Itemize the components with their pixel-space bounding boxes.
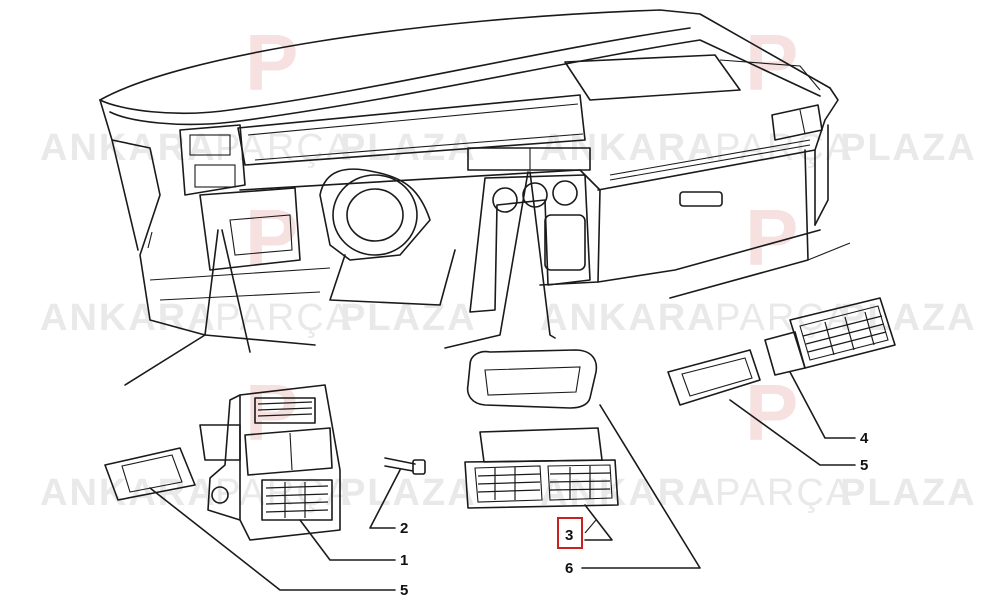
- dashboard-drawing: [99, 9, 851, 386]
- part-4-right-vent: [764, 297, 896, 376]
- callout-labels: 1 2 3 4 5 5 6: [400, 430, 869, 599]
- part-3-center-vent: [464, 427, 619, 509]
- callout-3-highlight-box: [557, 517, 583, 549]
- watermark-text: ANKARA: [40, 297, 217, 339]
- part-5-right-gasket: [667, 349, 761, 406]
- callout-1[interactable]: 1: [400, 552, 408, 569]
- callout-5-right[interactable]: 5: [860, 457, 868, 474]
- watermark-text: PLAZA: [840, 127, 977, 169]
- callout-3[interactable]: 3: [565, 527, 573, 544]
- watermark-text: PARÇA: [715, 297, 853, 339]
- watermark-text: PLAZA: [840, 472, 977, 514]
- part-1-vent-housing: [199, 384, 426, 541]
- part-6-center-gasket: [466, 349, 598, 409]
- watermark-text: ANKARA: [540, 297, 717, 339]
- callout-5-left[interactable]: 5: [400, 582, 408, 599]
- watermark-text: ANKARA: [40, 472, 217, 514]
- watermark-logo: P: [745, 193, 798, 282]
- watermark-text: PARÇA: [215, 297, 353, 339]
- watermark-logo: P: [245, 193, 298, 282]
- watermark-text: PARÇA: [715, 472, 853, 514]
- watermark-logo: P: [245, 18, 298, 107]
- part-5-left-gasket: [104, 447, 196, 501]
- watermark-text: ANKARA: [540, 472, 717, 514]
- callout-4[interactable]: 4: [860, 430, 869, 447]
- callout-leaders: [149, 371, 856, 591]
- watermark-text: ANKARA: [40, 127, 217, 169]
- watermark: ANKARA PARÇA PLAZA ANKARA PARÇA PLAZA AN…: [40, 18, 977, 514]
- watermark-text: PLAZA: [840, 297, 977, 339]
- watermark-logo: P: [245, 368, 298, 457]
- watermark-text: PARÇA: [215, 472, 353, 514]
- watermark-text: PLAZA: [340, 472, 477, 514]
- callout-2[interactable]: 2: [400, 520, 408, 537]
- callout-6[interactable]: 6: [565, 560, 573, 577]
- watermark-text: PARÇA: [715, 127, 853, 169]
